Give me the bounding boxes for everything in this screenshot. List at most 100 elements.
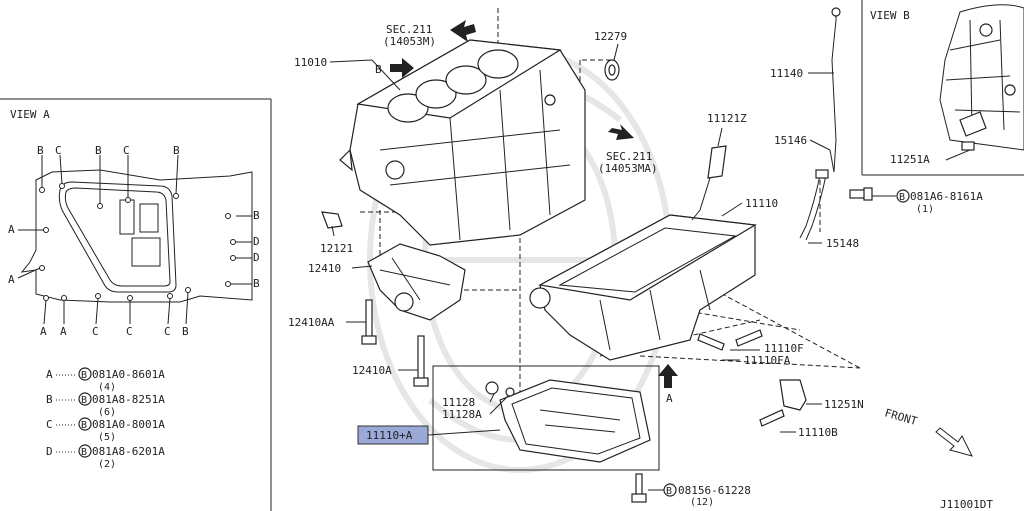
- legend-qty: (6): [98, 407, 116, 418]
- lower-pan-box: [432, 365, 660, 471]
- circled-b-icon: [78, 392, 92, 406]
- view-a-bottom-letter: C: [164, 325, 171, 338]
- label-12279: 12279: [594, 30, 627, 43]
- view-a-bottom-letter: C: [126, 325, 133, 338]
- legend-part: 081A0-8001A: [92, 418, 165, 431]
- bolt-11110B: [759, 409, 785, 427]
- seal-12279: [604, 59, 620, 81]
- front-arrow-icon: [935, 427, 973, 457]
- label-11110A: 11110+A: [366, 429, 413, 442]
- view-b-label: 11251A: [890, 153, 930, 166]
- arrow-b: [390, 58, 414, 78]
- label-b-arrow: B: [375, 63, 382, 76]
- legend-row-b: B B 081A8-8251A (6): [46, 392, 165, 418]
- view-a-title: VIEW A: [10, 108, 50, 121]
- label-11251N: 11251N: [824, 398, 864, 411]
- view-b-title: VIEW B: [870, 9, 910, 22]
- view-a-top-letter: B: [37, 144, 44, 157]
- cylinder-block: [339, 39, 586, 246]
- circled-b-icon: [78, 367, 92, 381]
- view-a-right-letter: B: [253, 209, 260, 222]
- legend-row-a: A B 081A0-8601A (4): [46, 367, 165, 393]
- legend-part: 081A8-6201A: [92, 445, 165, 458]
- label-11140: 11140: [770, 67, 803, 80]
- dipstick-tube-15146: [799, 169, 829, 241]
- legend-key: B: [46, 393, 53, 406]
- view-a-top-letter: C: [123, 144, 130, 157]
- circled-b-icon: [896, 189, 910, 203]
- label-sec211-mid: SEC.211: [606, 150, 652, 163]
- legend-key: A: [46, 368, 53, 381]
- highlight-11110A: [357, 425, 429, 445]
- svg-text:B: B: [81, 447, 87, 458]
- view-a-right-letter: D: [253, 235, 260, 248]
- view-a-panel: VIEW A: [0, 98, 272, 511]
- view-a-top-letter: C: [55, 144, 62, 157]
- label-15146: 15146: [774, 134, 807, 147]
- view-a-gasket: [58, 181, 177, 293]
- view-a-bottom-letter: A: [40, 325, 47, 338]
- view-a-bottom-letter: A: [60, 325, 67, 338]
- view-a-top-letter: B: [95, 144, 102, 157]
- label-12121: 12121: [320, 242, 353, 255]
- circled-b-icon: [78, 444, 92, 458]
- circled-b-icon: [663, 483, 677, 497]
- legend-part: 081A8-8251A: [92, 393, 165, 406]
- label-11110F: 11110F: [764, 342, 804, 355]
- label-sec211-mid-sub: (14053MA): [598, 162, 658, 175]
- svg-text:B: B: [81, 395, 87, 406]
- label-12410: 12410: [308, 262, 341, 275]
- view-a-left-letter: A: [8, 273, 15, 286]
- filter-11121Z: [691, 145, 727, 221]
- bolt-12410AA: [361, 299, 377, 345]
- view-a-bottom-letter: C: [92, 325, 99, 338]
- svg-text:B: B: [666, 486, 672, 497]
- bolt-081A6: [849, 187, 873, 201]
- label-12410AA: 12410AA: [288, 316, 335, 329]
- oil-pan-upper: [529, 214, 757, 361]
- diagram-id: J11001DT: [940, 498, 993, 511]
- leader-lines: [329, 43, 896, 491]
- label-a-arrow: A: [666, 392, 673, 405]
- view-a-legend: A B 081A0-8601A (4) B B 081A8-8251A (6) …: [46, 367, 165, 470]
- label-sec211-top-sub: (14053M): [383, 35, 436, 48]
- legend-row-c: C B 081A0-8001A (5): [46, 417, 165, 443]
- label-11128: 11128: [442, 396, 475, 409]
- view-a-top-letter: B: [173, 144, 180, 157]
- view-a-pan-outline: [20, 169, 253, 303]
- label-11121Z: 11121Z: [707, 112, 747, 125]
- legend-qty: (4): [98, 382, 116, 393]
- bolt-08156: [631, 473, 647, 503]
- legend-part: 081A0-8601A: [92, 368, 165, 381]
- oil-strainer-12410: [367, 243, 466, 321]
- bracket-11251N: [779, 379, 807, 411]
- view-b-panel: VIEW B 11251A: [861, 0, 1024, 176]
- bolt-11110F: [735, 329, 763, 347]
- label-11110: 11110: [745, 197, 778, 210]
- circled-b-icon: [78, 417, 92, 431]
- svg-text:B: B: [81, 420, 87, 431]
- label-12410A: 12410A: [352, 364, 392, 377]
- legend-qty: (5): [98, 432, 116, 443]
- view-a-bottom-letter: B: [182, 325, 189, 338]
- legend-qty: (2): [98, 459, 116, 470]
- arrow-sec211-mid: [608, 124, 634, 140]
- legend-key: C: [46, 418, 53, 431]
- sensor-12121: [321, 211, 343, 229]
- bolt-12410A: [413, 335, 429, 387]
- label-081A6: 081A6-8161A: [910, 190, 983, 203]
- label-11010: 11010: [294, 56, 327, 69]
- label-11110B: 11110B: [798, 426, 838, 439]
- view-a-right-letter: D: [253, 251, 260, 264]
- label-08156-qty: (12): [690, 497, 714, 508]
- svg-text:B: B: [899, 192, 905, 203]
- legend-key: D: [46, 445, 53, 458]
- label-11128A: 11128A: [442, 408, 482, 421]
- label-08156: 08156-61228: [678, 484, 751, 497]
- label-sec211-top: SEC.211: [386, 23, 432, 36]
- arrow-sec211-top: [450, 20, 476, 42]
- view-a-bolts: [39, 183, 236, 301]
- dipstick-11140: [831, 7, 841, 173]
- label-11110FA: 11110FA: [744, 354, 791, 367]
